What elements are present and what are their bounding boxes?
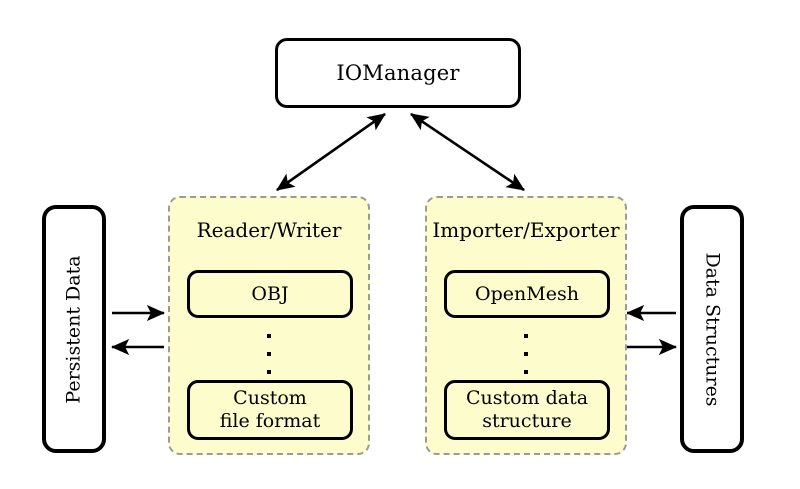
item-openmesh[interactable]: OpenMesh xyxy=(444,270,610,318)
item-custom-data-structure-line2: structure xyxy=(482,410,572,432)
data-structures-label: Data Structures xyxy=(701,251,724,407)
item-custom-file-format-line2: file format xyxy=(219,410,321,432)
iomanager-box[interactable]: IOManager xyxy=(275,38,521,108)
item-custom-file-format-line1: Custom xyxy=(233,387,307,410)
item-obj[interactable]: OBJ xyxy=(187,270,353,318)
item-openmesh-label: OpenMesh xyxy=(475,282,579,305)
item-custom-file-format-label: Custom file format xyxy=(220,387,321,433)
panel-importer-exporter-title: Importer/Exporter xyxy=(432,218,620,242)
persistent-data-label: Persistent Data xyxy=(62,254,85,404)
panel-reader-writer[interactable]: Reader/Writer OBJ Custom file format xyxy=(168,196,370,455)
panel-importer-exporter[interactable]: Importer/Exporter OpenMesh Custom data s… xyxy=(425,196,627,455)
ellipsis-importer-exporter xyxy=(427,334,625,374)
connector-manager-importer-exporter xyxy=(410,112,525,192)
data-structures-box[interactable]: Data Structures xyxy=(680,205,744,453)
ellipsis-reader-writer xyxy=(170,334,368,374)
panel-reader-writer-title: Reader/Writer xyxy=(196,218,342,242)
iomanager-label: IOManager xyxy=(336,61,460,85)
item-custom-file-format[interactable]: Custom file format xyxy=(187,380,353,440)
connector-manager-reader-writer xyxy=(276,112,386,192)
item-custom-data-structure-line1: Custom data xyxy=(465,387,589,410)
item-custom-data-structure-label: Custom data structure xyxy=(466,387,588,433)
item-custom-data-structure[interactable]: Custom data structure xyxy=(444,380,610,440)
item-obj-label: OBJ xyxy=(251,282,289,305)
persistent-data-box[interactable]: Persistent Data xyxy=(42,205,106,453)
